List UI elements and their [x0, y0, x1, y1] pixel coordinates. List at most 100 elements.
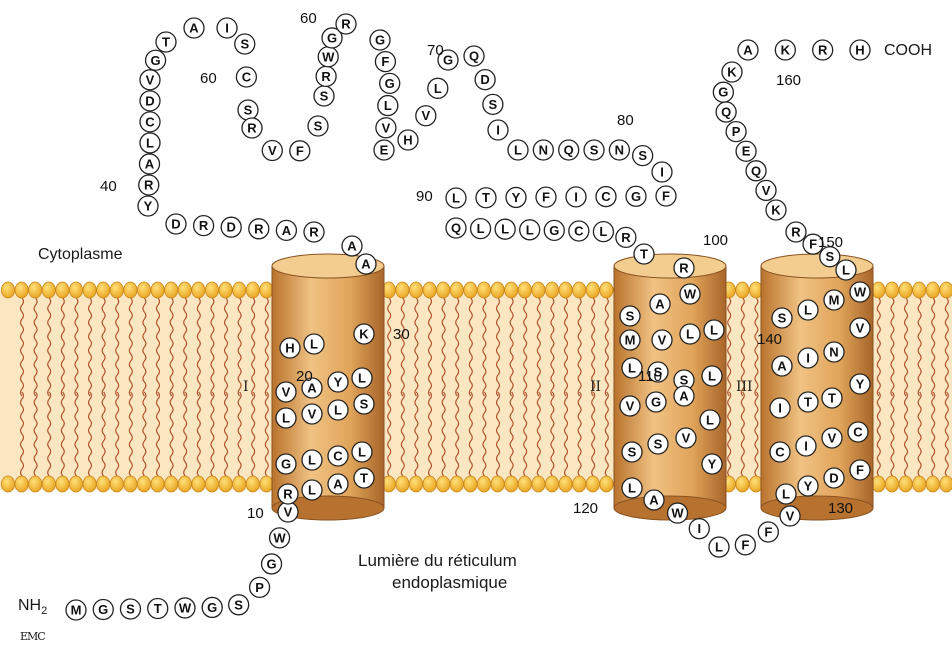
svg-text:K: K — [727, 65, 737, 80]
residue-T: T — [634, 244, 654, 264]
svg-text:C: C — [574, 223, 584, 238]
svg-text:A: A — [347, 239, 357, 254]
svg-text:D: D — [171, 217, 180, 232]
svg-text:L: L — [599, 224, 607, 239]
svg-text:L: L — [310, 337, 318, 352]
svg-text:G: G — [98, 602, 108, 617]
residue-F: F — [375, 52, 395, 72]
lipid-head-top — [97, 282, 110, 298]
c-terminus-label: COOH — [884, 42, 932, 60]
svg-text:R: R — [818, 43, 828, 58]
lipid-head-top — [477, 282, 490, 298]
svg-text:L: L — [706, 413, 714, 428]
svg-text:C: C — [242, 70, 252, 85]
lipid-head-top — [872, 282, 885, 298]
residue-Y: Y — [702, 454, 722, 474]
position-30: 30 — [393, 326, 410, 343]
residue-V: V — [376, 118, 396, 138]
lipid-head-top — [545, 282, 558, 298]
svg-text:L: L — [842, 263, 850, 278]
svg-text:D: D — [829, 471, 838, 486]
position-20: 20 — [296, 368, 313, 385]
lumen-label-line1: Lumière du réticulum — [358, 551, 517, 571]
lipid-head-top — [899, 282, 912, 298]
lipid-head-top — [437, 282, 450, 298]
svg-text:L: L — [477, 221, 485, 236]
svg-text:T: T — [640, 247, 648, 262]
lipid-head-top — [885, 282, 898, 298]
svg-text:T: T — [804, 395, 812, 410]
residue-G: G — [93, 599, 113, 619]
residue-A: A — [276, 220, 296, 240]
svg-text:K: K — [771, 203, 781, 218]
lipid-head-top — [42, 282, 55, 298]
svg-text:Y: Y — [512, 190, 521, 205]
residue-A: A — [674, 386, 694, 406]
svg-text:Y: Y — [804, 479, 813, 494]
svg-text:L: L — [358, 445, 366, 460]
svg-text:L: L — [308, 453, 316, 468]
residue-G: G — [646, 392, 666, 412]
lipid-head-top — [83, 282, 96, 298]
svg-text:V: V — [382, 120, 391, 135]
lipid-head-top — [15, 282, 28, 298]
svg-text:Y: Y — [708, 457, 717, 472]
svg-text:F: F — [856, 463, 864, 478]
residue-R: R — [304, 222, 324, 242]
residue-C: C — [848, 422, 868, 442]
lipid-head-top — [913, 282, 926, 298]
lipid-head-top — [56, 282, 69, 298]
residue-L: L — [704, 320, 724, 340]
svg-text:D: D — [227, 220, 236, 235]
lipid-head-top — [137, 282, 150, 298]
residue-S: S — [648, 434, 668, 454]
svg-text:S: S — [638, 148, 647, 163]
svg-text:L: L — [514, 143, 522, 158]
svg-text:V: V — [626, 399, 635, 414]
residue-Y: Y — [138, 196, 158, 216]
residue-W: W — [680, 284, 700, 304]
residue-L: L — [352, 442, 372, 462]
lumen-label-line2: endoplasmique — [392, 573, 507, 593]
svg-text:S: S — [360, 397, 369, 412]
lipid-head-bottom — [872, 476, 885, 492]
svg-text:A: A — [679, 389, 689, 404]
svg-text:L: L — [708, 369, 716, 384]
residue-A: A — [342, 236, 362, 256]
svg-text:G: G — [281, 457, 291, 472]
position-80: 80 — [617, 112, 634, 129]
residue-F: F — [735, 535, 755, 555]
residue-R: R — [278, 484, 298, 504]
lipid-head-bottom — [165, 476, 178, 492]
svg-text:S: S — [240, 37, 249, 52]
svg-text:V: V — [682, 431, 691, 446]
lipid-head-bottom — [409, 476, 422, 492]
svg-text:G: G — [549, 223, 559, 238]
residue-R: R — [194, 216, 214, 236]
svg-text:P: P — [732, 124, 741, 139]
lipid-head-top — [178, 282, 191, 298]
svg-text:A: A — [282, 223, 292, 238]
lipid-head-bottom — [532, 476, 545, 492]
residue-F: F — [758, 522, 778, 542]
svg-text:S: S — [778, 311, 787, 326]
residue-P: P — [250, 577, 270, 597]
svg-text:I: I — [225, 21, 229, 36]
svg-text:F: F — [381, 54, 389, 69]
svg-text:L: L — [686, 327, 694, 342]
svg-text:L: L — [526, 222, 534, 237]
position-110: 110 — [638, 368, 662, 385]
residue-S: S — [772, 308, 792, 328]
svg-text:S: S — [628, 445, 637, 460]
residue-L: L — [302, 450, 322, 470]
lipid-head-bottom — [137, 476, 150, 492]
residue-V: V — [822, 428, 842, 448]
lipid-head-bottom — [450, 476, 463, 492]
n-terminus-label: NH2 — [18, 597, 47, 617]
residue-F: F — [656, 186, 676, 206]
svg-text:K: K — [781, 43, 791, 58]
svg-text:V: V — [762, 183, 771, 198]
residue-P: P — [726, 122, 746, 142]
position-140: 140 — [757, 331, 782, 348]
